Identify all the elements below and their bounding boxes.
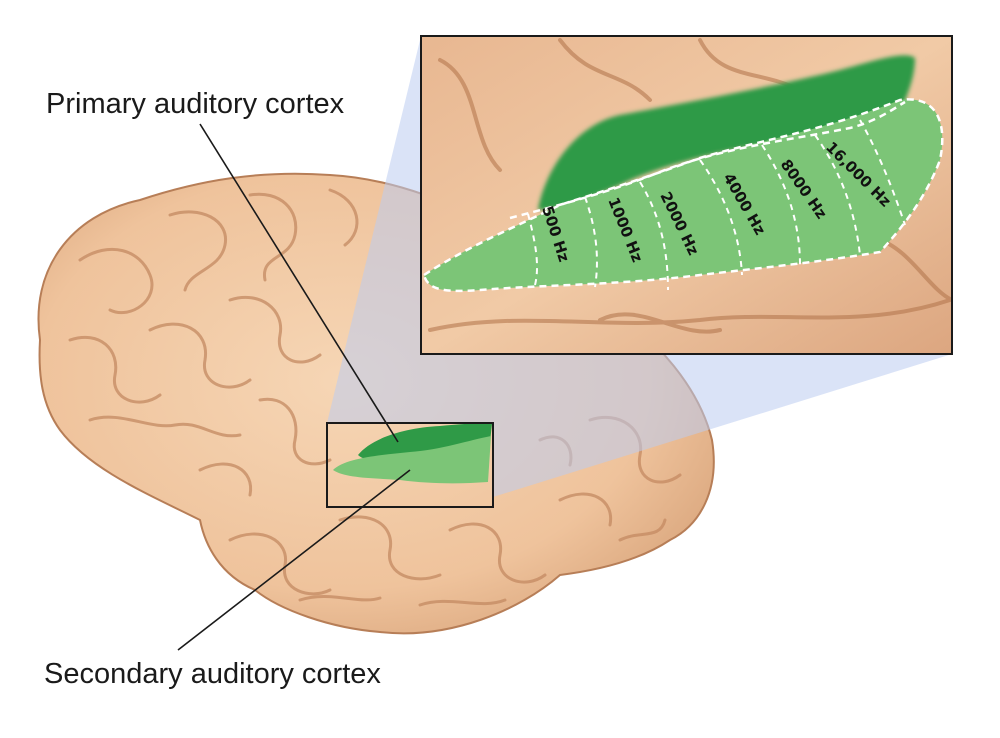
brain-gyri [68, 188, 682, 607]
primary-cortex-label: Primary auditory cortex [46, 88, 345, 120]
primary-cortex-outline [509, 100, 906, 220]
brain-callout-box [326, 422, 494, 508]
secondary-cortex-label: Secondary auditory cortex [44, 658, 381, 690]
secondary-cortex-outline [422, 98, 944, 293]
brain-primary-cortex [358, 423, 492, 461]
zoom-projection-beam [327, 36, 952, 497]
magnified-inset: 500 Hz 1000 Hz 2000 Hz 4000 Hz 8000 Hz 1… [421, 36, 952, 354]
brain-secondary-cortex [333, 436, 491, 484]
secondary-leader-line [177, 469, 411, 651]
inset-secondary-cortex [424, 99, 943, 291]
inset-primary-cortex [538, 55, 915, 210]
inset-gyri [428, 38, 952, 334]
primary-leader-line [199, 123, 399, 443]
inset-frame [420, 35, 953, 355]
frequency-band-dividers [527, 119, 906, 291]
